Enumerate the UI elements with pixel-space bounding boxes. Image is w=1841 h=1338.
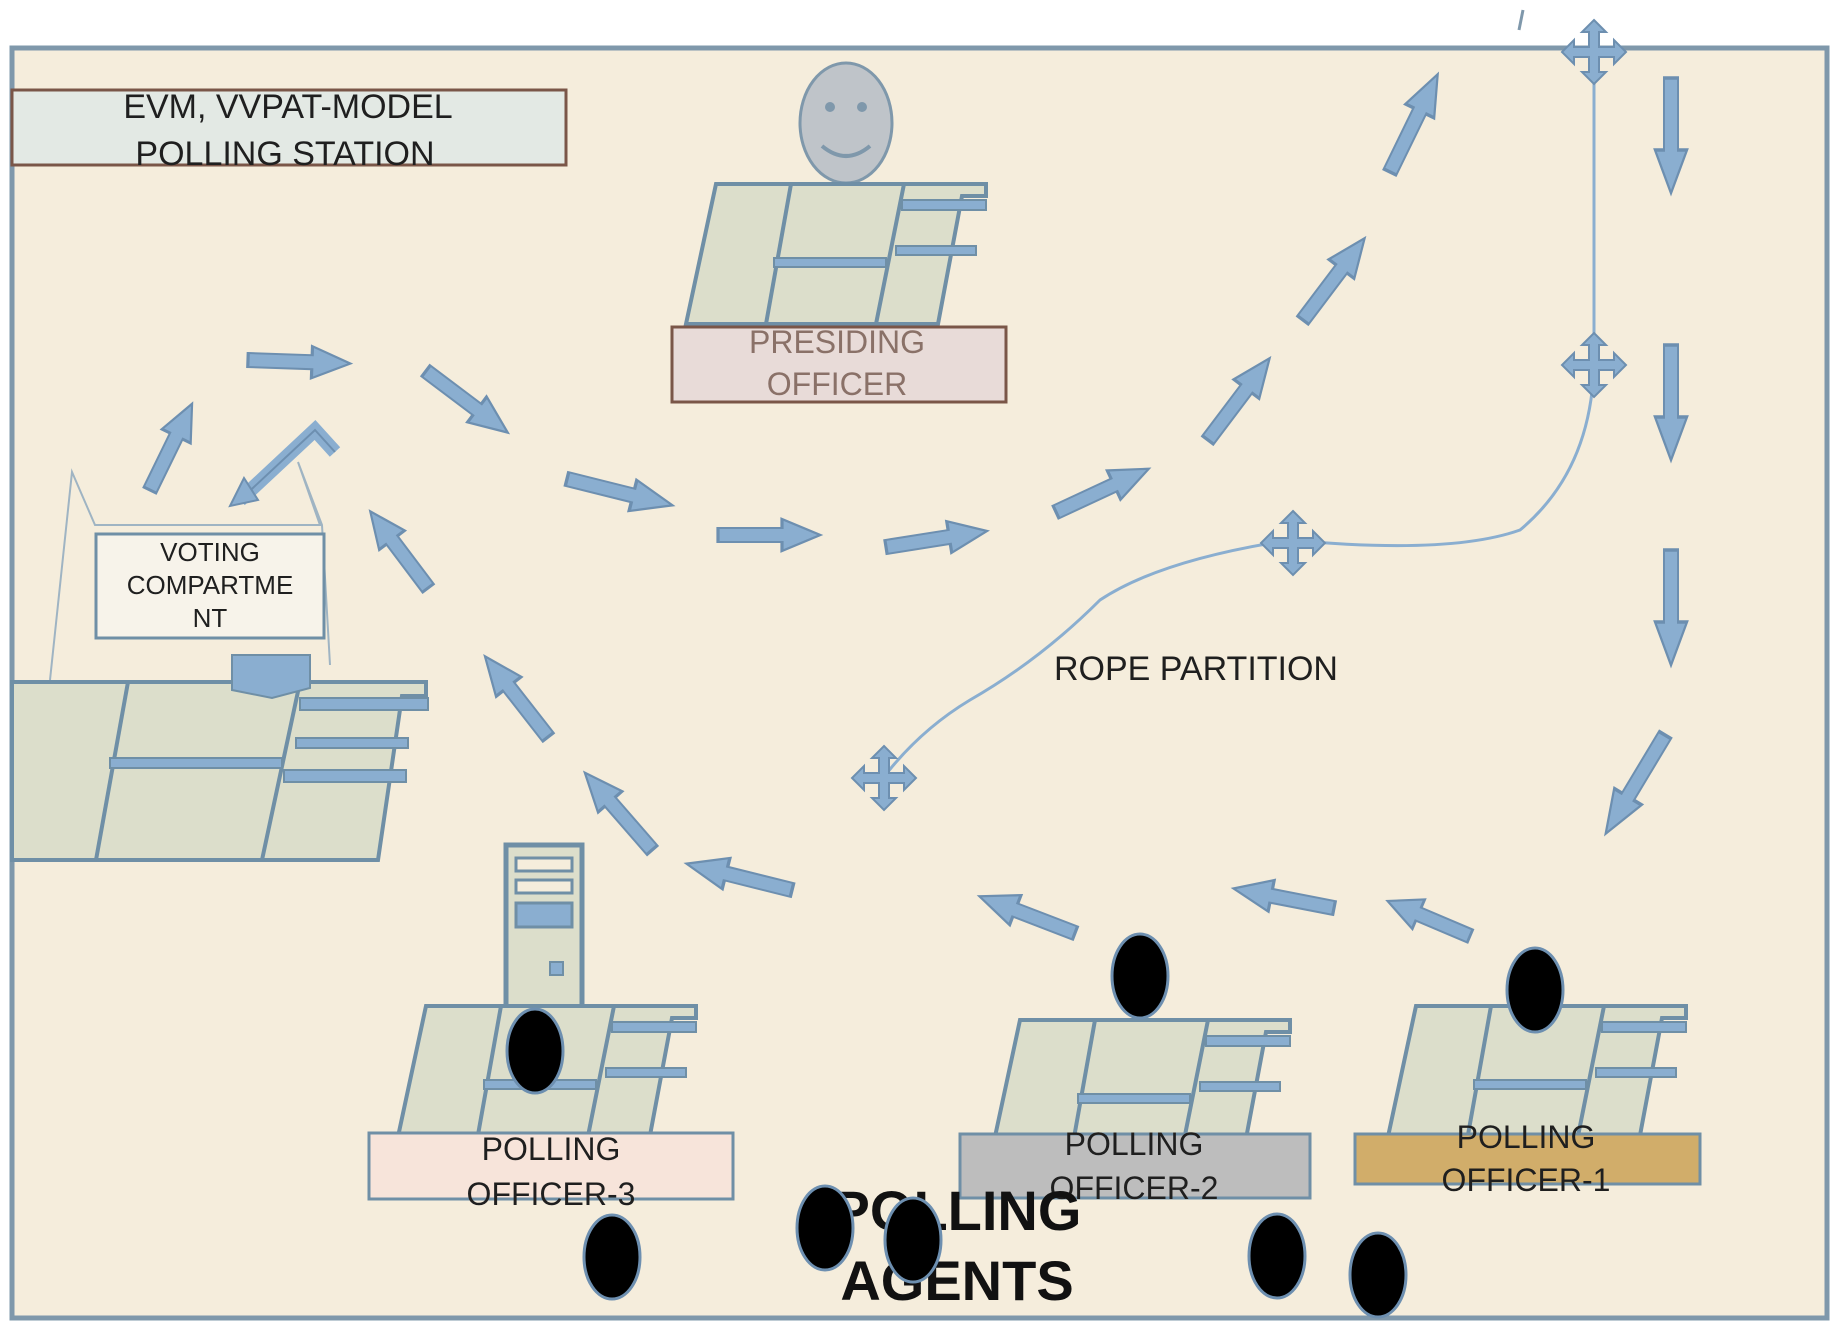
presiding-officer-desk [684, 182, 988, 326]
polling-agents: POLLING AGENTS [833, 1179, 1082, 1312]
voting-compartment-line-1: VOTING [160, 537, 260, 567]
person-icon [795, 1184, 855, 1272]
polling-officer-3-station: POLLING OFFICER-3 [367, 1004, 735, 1212]
polling-officer-2-line-1: POLLING [1065, 1126, 1204, 1162]
presiding-officer-station: PRESIDING OFFICER [670, 61, 1008, 404]
person-icon [1247, 1212, 1307, 1300]
voting-compartment-line-2: COMPARTME [127, 570, 294, 600]
person-icon [505, 1007, 565, 1095]
polling-officer-1-line-2: OFFICER-1 [1442, 1162, 1611, 1198]
rope-partition-label: ROPE PARTITION [1054, 650, 1338, 688]
voting-desk [10, 680, 429, 862]
person-icon [1348, 1231, 1408, 1319]
voter-flow [134, 65, 1689, 953]
polling-officer-2-label-box [958, 1132, 1312, 1200]
voting-compartment-label-box [94, 532, 326, 640]
polling-officer-3-line-2: OFFICER-3 [467, 1176, 636, 1212]
polling-officer-3-line-1: POLLING [482, 1131, 621, 1167]
person-icon [883, 1196, 943, 1284]
polling-agents-line-2: AGENTS [840, 1249, 1073, 1312]
polling-officer-2-station: POLLING OFFICER-2 [958, 1018, 1312, 1206]
smiley-face-icon [798, 61, 894, 185]
people [505, 932, 1565, 1319]
person-icon [1110, 932, 1170, 1020]
title-box: EVM, VVPAT-MODEL POLLING STATION [10, 88, 568, 173]
polling-officer-1-line-1: POLLING [1457, 1119, 1596, 1155]
page-edge-mark [1517, 9, 1525, 31]
person-icon [582, 1213, 642, 1301]
title-line-1: EVM, VVPAT-MODEL [123, 88, 452, 126]
voting-compartment: VOTING COMPARTME NT [10, 461, 429, 862]
polling-agents-line-1: POLLING [833, 1179, 1082, 1242]
person-icon [1505, 946, 1565, 1034]
presiding-officer-line-1: PRESIDING [749, 324, 925, 360]
polling-officer-1-label-box [1353, 1132, 1702, 1186]
presiding-officer-line-2: OFFICER [767, 366, 907, 402]
polling-officer-1-station: POLLING OFFICER-1 [1353, 1004, 1702, 1198]
evm-unit [231, 654, 311, 700]
vvpat-unit [503, 842, 585, 1010]
rope-partition: ROPE PARTITION [851, 19, 1627, 811]
presiding-officer-label-box [670, 325, 1008, 404]
polling-officer-3-label-box [367, 1131, 735, 1201]
title-line-2: POLLING STATION [135, 135, 434, 173]
voting-compartment-line-3: NT [193, 603, 228, 633]
polling-officer-2-line-2: OFFICER-2 [1050, 1170, 1219, 1206]
